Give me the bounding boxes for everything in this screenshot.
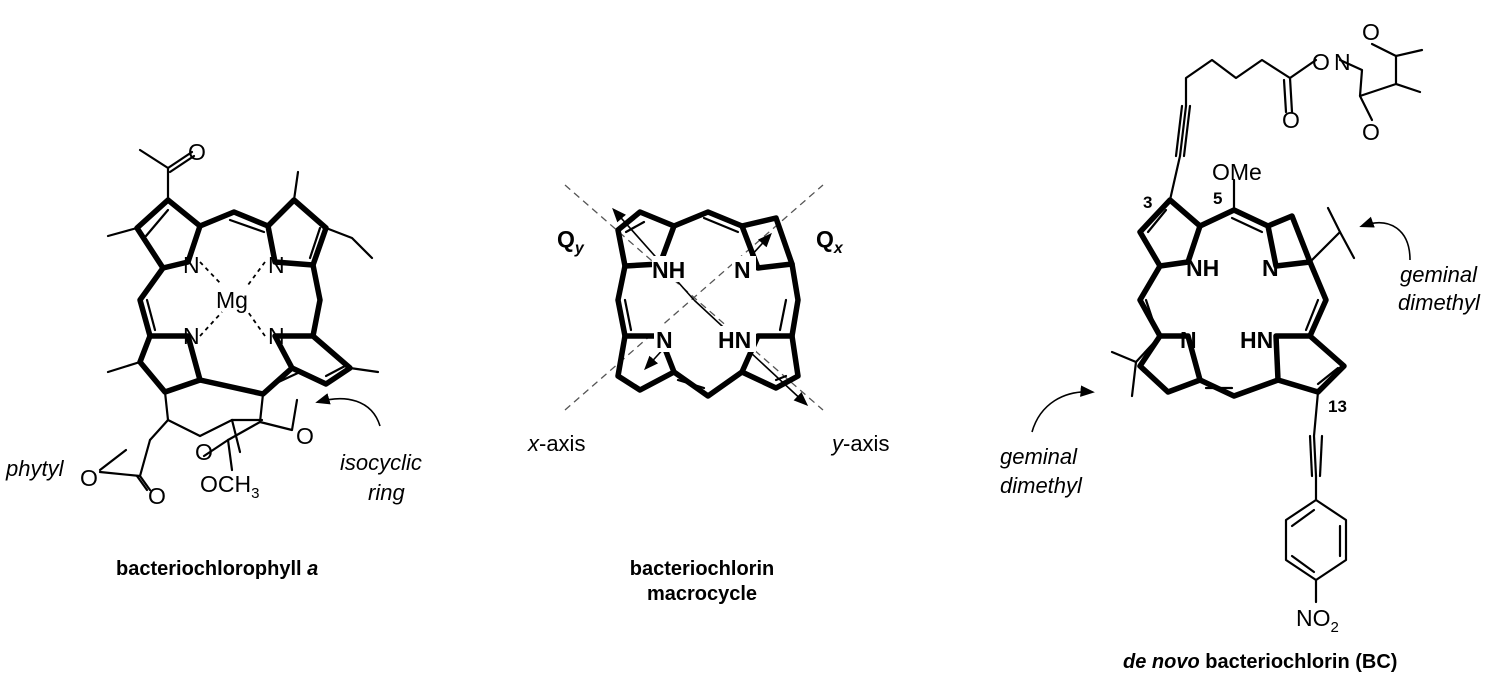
bchl-n-4: N [268, 323, 285, 349]
q-x-label: Qx [816, 226, 844, 257]
bchl-o-ketone: O [296, 423, 314, 449]
bchl-o-ester-carbonyl: O [195, 439, 213, 465]
phytyl-label: phytyl [5, 456, 65, 481]
bchl-mg-atom: Mg [216, 287, 248, 313]
de-novo-bacteriochlorin-structure: NH N N HN OMe O O N O O NO2 3 5 13 gemin… [1000, 19, 1481, 673]
macrocycle-n-1: N [734, 257, 751, 283]
bc-n-2: N [1180, 327, 1197, 353]
y-axis-label: y-axis [830, 431, 889, 456]
bchl-n-3: N [183, 323, 200, 349]
q-y-label: Qy [557, 226, 585, 257]
bchl-o-phytyl-ester: O [80, 465, 98, 491]
x-axis-line [564, 184, 824, 411]
position-3: 3 [1143, 193, 1152, 212]
bchl-n-2: N [268, 252, 285, 278]
bchl-och3: OCH3 [200, 471, 259, 502]
bchl-caption: bacteriochlorophyll a [116, 558, 318, 580]
bc-n-1: N [1262, 255, 1279, 281]
macrocycle-caption-line1: bacteriochlorin [630, 558, 774, 580]
bc-o-nhs-1: O [1362, 19, 1380, 45]
macrocycle-caption-line2: macrocycle [647, 583, 757, 605]
bc-hn: HN [1240, 327, 1273, 353]
macrocycle-nh: NH [652, 257, 685, 283]
bc-nh: NH [1186, 255, 1219, 281]
bacteriochlorin-macrocycle-structure: NH N N HN Qy Qx x-axis y-axis bacterioch… [527, 184, 889, 605]
geminal-right-line2: dimethyl [1398, 290, 1481, 315]
isocyclic-label-line2: ring [368, 480, 405, 505]
bchl-o-acetyl: O [188, 139, 206, 165]
geminal-right-line1: geminal [1400, 262, 1478, 287]
bacteriochlorophyll-a-structure: N N N N Mg O O O OCH3 O O phytyl isocycl… [5, 139, 422, 580]
bc-n-nhs: N [1334, 49, 1351, 75]
isocyclic-label-line1: isocyclic [340, 450, 422, 475]
position-5: 5 [1213, 189, 1222, 208]
bc-o-nhs-2: O [1362, 119, 1380, 145]
bc-o-ester: O [1312, 49, 1330, 75]
geminal-left-line1: geminal [1000, 444, 1078, 469]
bc-no2: NO2 [1296, 605, 1339, 636]
bc-o-carbonyl: O [1282, 107, 1300, 133]
position-13: 13 [1328, 397, 1347, 416]
macrocycle-n-2: N [656, 327, 673, 353]
bc-ome: OMe [1212, 159, 1262, 185]
bchl-n-1: N [183, 252, 200, 278]
bc-caption: de novo bacteriochlorin (BC) [1123, 651, 1397, 673]
x-axis-label: x-axis [527, 431, 585, 456]
macrocycle-hn: HN [718, 327, 751, 353]
bchl-o-carbonyl-2: O [148, 483, 166, 509]
geminal-left-line2: dimethyl [1000, 473, 1083, 498]
